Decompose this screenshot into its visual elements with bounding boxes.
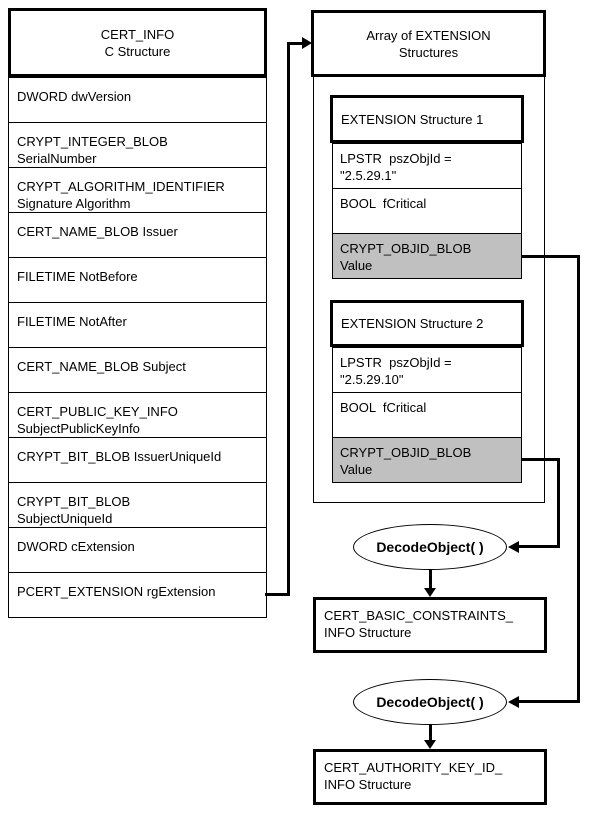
connector-rgextension-h2 (287, 42, 303, 45)
connector-value1-h2 (519, 700, 580, 703)
ext1-field-fcritical: BOOL fCritical (332, 188, 522, 234)
cert-info-row-dwversion: DWORD dwVersion (8, 77, 267, 123)
arrow-decode1-to-basic-line (429, 570, 432, 589)
cert-info-row-issuer: CERT_NAME_BLOB Issuer (8, 212, 267, 258)
ext2-field-fcritical: BOOL fCritical (332, 392, 522, 438)
cert-info-header: CERT_INFO C Structure (8, 8, 267, 77)
decode-object-ellipse-1: DecodeObject( ) (353, 524, 507, 570)
cert-info-row-issueruniqueid: CRYPT_BIT_BLOB IssuerUniqueId (8, 437, 267, 483)
cert-info-row-signature: CRYPT_ALGORITHM_IDENTIFIER Signature Alg… (8, 167, 267, 213)
cert-info-row-subject: CERT_NAME_BLOB Subject (8, 347, 267, 393)
extension-structure-1-header: EXTENSION Structure 1 (330, 95, 524, 143)
cert-info-row-rgextension: PCERT_EXTENSION rgExtension (8, 572, 267, 618)
ext1-field-pszobjid: LPSTR pszObjId = "2.5.29.1" (332, 143, 522, 189)
cert-info-row-subjectpublickey: CERT_PUBLIC_KEY_INFO SubjectPublicKeyInf… (8, 392, 267, 438)
cert-info-row-notbefore: FILETIME NotBefore (8, 257, 267, 303)
arrowhead-into-basic-constraints-icon (424, 588, 436, 597)
connector-value2-h2 (519, 545, 560, 548)
connector-value1-v (577, 255, 580, 703)
extension-structure-2-header: EXTENSION Structure 2 (330, 300, 524, 347)
extension-structure-2-fields: LPSTR pszObjId = "2.5.29.10" BOOL fCriti… (332, 347, 522, 483)
cert-authority-key-id-box: CERT_AUTHORITY_KEY_ID_ INFO Structure (313, 749, 547, 805)
ext1-field-value: CRYPT_OBJID_BLOB Value (332, 233, 522, 279)
cert-basic-constraints-box: CERT_BASIC_CONSTRAINTS_ INFO Structure (313, 597, 547, 653)
connector-rgextension-v (287, 42, 290, 596)
ext2-field-pszobjid: LPSTR pszObjId = "2.5.29.10" (332, 347, 522, 393)
cert-info-row-notafter: FILETIME NotAfter (8, 302, 267, 348)
connector-value2-h1 (522, 458, 560, 461)
connector-rgextension-h1 (265, 593, 289, 596)
extension-array-header: Array of EXTENSION Structures (311, 10, 546, 77)
cert-info-table: DWORD dwVersion CRYPT_INTEGER_BLOB Seria… (8, 77, 267, 618)
arrowhead-into-extension-array-icon (302, 37, 312, 49)
decode-object-ellipse-2: DecodeObject( ) (353, 679, 507, 725)
arrow-decode2-to-authority-line (429, 725, 432, 741)
cert-info-row-subjectuniqueid: CRYPT_BIT_BLOB SubjectUniqueId (8, 482, 267, 528)
arrowhead-into-decode-object-1-icon (508, 541, 519, 553)
arrowhead-into-authority-key-id-icon (424, 740, 436, 749)
arrowhead-into-decode-object-2-icon (508, 696, 519, 708)
cert-info-row-serialnumber: CRYPT_INTEGER_BLOB SerialNumber (8, 122, 267, 168)
connector-value2-v (557, 458, 560, 548)
connector-value1-h1 (522, 255, 580, 258)
extension-structure-1-fields: LPSTR pszObjId = "2.5.29.1" BOOL fCritic… (332, 143, 522, 279)
cert-info-row-cextension: DWORD cExtension (8, 527, 267, 573)
ext2-field-value: CRYPT_OBJID_BLOB Value (332, 437, 522, 483)
